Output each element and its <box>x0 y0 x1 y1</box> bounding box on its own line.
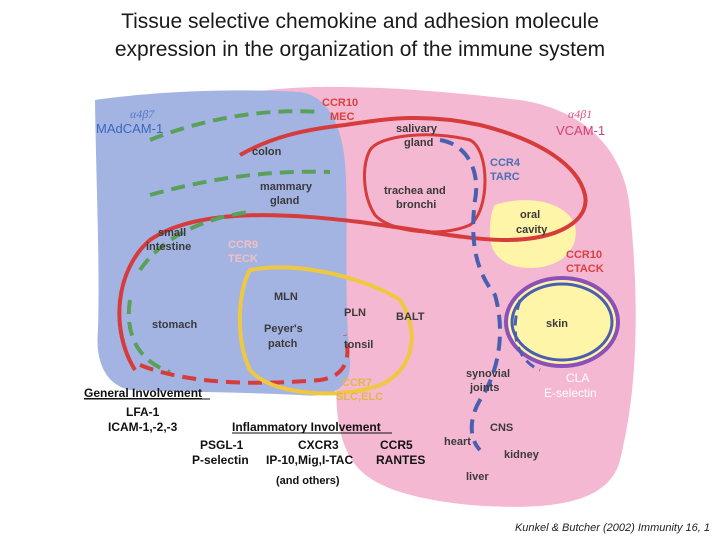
tissue-peyers-1: Peyer's <box>264 323 303 335</box>
tissue-kidney: kidney <box>504 449 540 461</box>
trachea-loop <box>363 133 487 234</box>
tissue-cns: CNS <box>490 422 513 434</box>
tissue-synovial-1: synovial <box>466 368 510 380</box>
tissue-trachea-2: bronchi <box>396 199 436 211</box>
inflammatory-heading: Inflammatory Involvement <box>232 420 381 434</box>
skin-region <box>508 280 616 364</box>
mec-label: MEC <box>330 111 355 123</box>
tissue-liver: liver <box>466 471 489 483</box>
red-dash-lower <box>139 334 350 385</box>
tissue-oral-1: oral <box>520 209 540 221</box>
ctack-label: CTACK <box>566 263 604 275</box>
alpha4beta7-dash-2 <box>149 169 331 197</box>
madcam-1-label: MAdCAM-1 <box>96 121 163 136</box>
integrin-a4b7: α4β7 <box>130 107 155 121</box>
ccr4-label: CCR4 <box>490 157 521 169</box>
inflam-ip10: IP-10,Mig,I-TAC <box>266 453 353 467</box>
tissue-salivary-2: gland <box>404 137 433 149</box>
ccr4-blue-dash-2 <box>513 299 541 372</box>
general-icam: ICAM-1,-2,-3 <box>108 420 178 434</box>
integrin-a4b1: α4β1 <box>568 107 592 121</box>
tissue-skin: skin <box>546 318 568 330</box>
tissue-trachea-1: trachea and <box>384 185 446 197</box>
blue-region <box>95 90 351 396</box>
tissue-mammary-2: gland <box>270 195 299 207</box>
ccr7-label: CCR7 <box>342 377 372 389</box>
tissue-oral-2: cavity <box>516 224 548 236</box>
teck-label: TECK <box>228 253 258 265</box>
tissue-colon: colon <box>252 146 282 158</box>
tissue-mammary-1: mammary <box>260 181 313 193</box>
citation: Kunkel & Butcher (2002) Immunity 16, 1 <box>514 522 710 534</box>
tissue-tonsil: tonsil <box>344 339 373 351</box>
skin-ring-blue <box>510 282 614 362</box>
tissue-balt: BALT <box>396 311 425 323</box>
tissue-heart: heart <box>444 436 471 448</box>
tissue-salivary-1: salivary <box>396 123 438 135</box>
ccr4-blue-dash <box>439 138 502 452</box>
tarc-label: TARC <box>490 171 520 183</box>
vcam-1-label: VCAM-1 <box>556 123 605 138</box>
title-line-2: expression in the organization of the im… <box>114 38 606 61</box>
tissue-mln: MLN <box>274 291 298 303</box>
tissue-pln: PLN <box>344 307 366 319</box>
inflam-pselectin: P-selectin <box>192 453 249 467</box>
page-title: Tissue selective chemokine and adhesion … <box>0 8 720 64</box>
title-line-1: Tissue selective chemokine and adhesion … <box>121 10 599 33</box>
ccr10-mec-line <box>117 115 588 372</box>
inflam-psgl1: PSGL-1 <box>200 438 244 452</box>
tissue-small-intestine-1: small <box>158 227 186 239</box>
e-selectin-label: E-selectin <box>544 386 597 400</box>
inflam-ccr5: CCR5 <box>380 438 413 452</box>
general-lfa1: LFA-1 <box>126 405 160 419</box>
ccr10-label-top: CCR10 <box>322 97 358 109</box>
oral-cavity-region <box>489 200 576 268</box>
ccr10-label-right: CCR10 <box>566 249 602 261</box>
inflam-others: (and others) <box>276 475 340 487</box>
skin-ring-purple <box>504 276 620 368</box>
cla-label: CLA <box>566 371 589 385</box>
alpha4beta7-dash-4 <box>126 299 171 374</box>
ccr9-label: CCR9 <box>228 239 258 251</box>
alpha4beta7-dash-3 <box>138 210 251 272</box>
inflam-rantes: RANTES <box>376 453 425 467</box>
inflam-cxcr3: CXCR3 <box>298 438 339 452</box>
general-heading: General Involvement <box>84 386 202 400</box>
tissue-stomach: stomach <box>152 319 198 331</box>
tissue-peyers-2: patch <box>268 338 298 350</box>
ccr7-yellow-loop <box>237 265 414 396</box>
tissue-small-intestine-2: intestine <box>146 241 191 253</box>
tissue-synovial-2: joints <box>469 382 499 394</box>
slc-elc-label: SLC,ELC <box>336 391 383 403</box>
